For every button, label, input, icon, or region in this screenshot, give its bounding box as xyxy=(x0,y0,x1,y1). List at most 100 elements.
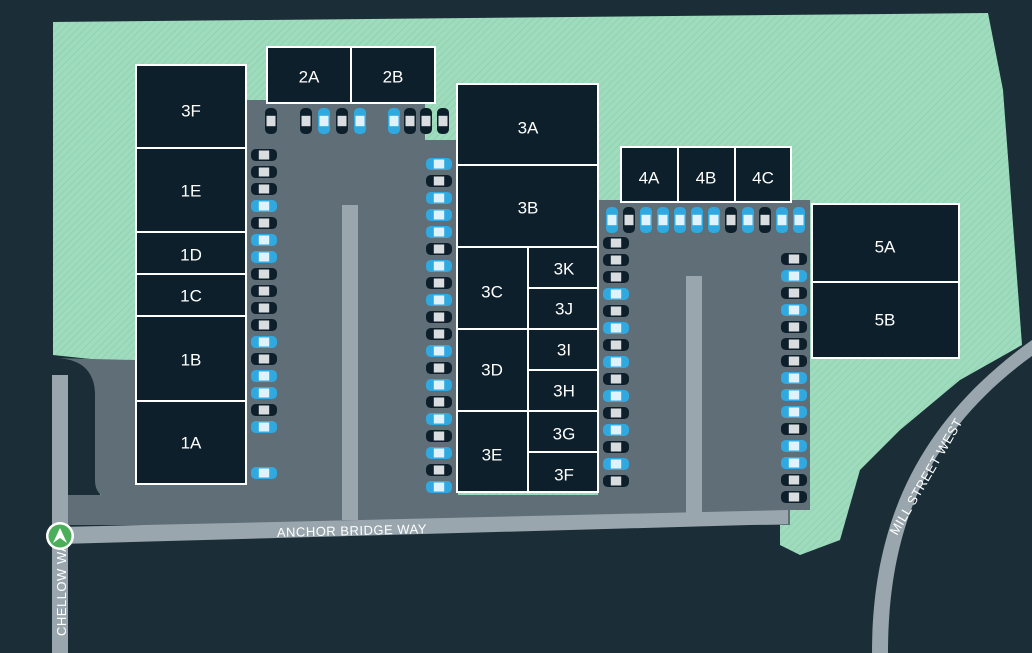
car-icon xyxy=(781,338,807,350)
car-icon xyxy=(437,108,449,134)
unit-label: 1A xyxy=(181,434,202,453)
unit-1A[interactable]: 1A xyxy=(135,400,247,485)
unit-label: 5A xyxy=(875,238,896,257)
car-icon xyxy=(251,421,277,433)
roads xyxy=(52,205,1032,653)
car-icon xyxy=(426,158,452,170)
unit-label: 3H xyxy=(553,382,575,401)
unit-3K[interactable]: 3K xyxy=(527,246,599,289)
unit-3J[interactable]: 3J xyxy=(527,287,599,330)
chellow-way-road xyxy=(52,375,68,653)
unit-label: 3A xyxy=(518,119,539,138)
unit-label: 4B xyxy=(696,169,717,188)
unit-2A[interactable]: 2A xyxy=(266,46,352,104)
car-icon xyxy=(725,207,737,233)
unit-3D[interactable]: 3D xyxy=(456,328,529,412)
car-icon xyxy=(603,271,629,283)
car-icon xyxy=(781,389,807,401)
unit-3F-west[interactable]: 3F xyxy=(135,64,247,149)
unit-label: 1C xyxy=(180,287,202,306)
car-icon xyxy=(251,387,277,399)
car-icon xyxy=(251,217,277,229)
unit-label: 4C xyxy=(752,169,774,188)
car-icon xyxy=(781,287,807,299)
car-icon xyxy=(251,336,277,348)
unit-label: 3K xyxy=(554,260,575,279)
unit-3H[interactable]: 3H xyxy=(527,369,599,412)
car-icon xyxy=(781,321,807,333)
car-icon xyxy=(426,294,452,306)
car-icon xyxy=(793,207,805,233)
car-icon xyxy=(318,108,330,134)
unit-label: 3C xyxy=(481,283,503,302)
unit-2B[interactable]: 2B xyxy=(350,46,436,104)
unit-1B[interactable]: 1B xyxy=(135,315,247,402)
car-icon xyxy=(426,192,452,204)
unit-3I[interactable]: 3I xyxy=(527,328,599,371)
unit-4B[interactable]: 4B xyxy=(677,146,736,203)
unit-4A[interactable]: 4A xyxy=(620,146,679,203)
car-icon xyxy=(251,234,277,246)
car-icon xyxy=(420,108,432,134)
car-icon xyxy=(781,457,807,469)
car-icon xyxy=(251,149,277,161)
car-icon xyxy=(742,207,754,233)
car-icon xyxy=(781,355,807,367)
car-icon xyxy=(781,474,807,486)
car-icon xyxy=(251,268,277,280)
car-icon xyxy=(251,319,277,331)
car-icon xyxy=(426,396,452,408)
car-icon xyxy=(426,311,452,323)
unit-3B[interactable]: 3B xyxy=(456,164,599,248)
car-icon xyxy=(603,254,629,266)
unit-1C[interactable]: 1C xyxy=(135,273,247,317)
car-icon xyxy=(781,270,807,282)
car-icon xyxy=(426,379,452,391)
unit-3E[interactable]: 3E xyxy=(456,410,529,493)
car-icon xyxy=(251,285,277,297)
yard-divider-1 xyxy=(342,205,358,520)
car-icon xyxy=(354,108,366,134)
unit-3F-east[interactable]: 3F xyxy=(527,451,599,493)
car-icon xyxy=(251,183,277,195)
car-icon xyxy=(251,370,277,382)
car-icon xyxy=(674,207,686,233)
unit-label: 4A xyxy=(639,169,660,188)
car-icon xyxy=(300,108,312,134)
car-icon xyxy=(657,207,669,233)
unit-1D[interactable]: 1D xyxy=(135,231,247,275)
car-icon xyxy=(426,260,452,272)
car-icon xyxy=(691,207,703,233)
unit-5B[interactable]: 5B xyxy=(811,281,960,359)
unit-4C[interactable]: 4C xyxy=(734,146,792,203)
unit-1E[interactable]: 1E xyxy=(135,147,247,233)
car-icon xyxy=(251,467,277,479)
car-icon xyxy=(603,424,629,436)
unit-3C[interactable]: 3C xyxy=(456,246,529,330)
anchor-bridge-way-road xyxy=(60,510,788,544)
car-icon xyxy=(426,345,452,357)
car-icon xyxy=(251,404,277,416)
direction-marker-icon xyxy=(46,522,74,550)
unit-label: 1D xyxy=(180,246,202,265)
car-icon xyxy=(776,207,788,233)
car-icon xyxy=(781,440,807,452)
road-label-anchor-bridge-way: ANCHOR BRIDGE WAY xyxy=(277,521,427,540)
car-icon xyxy=(426,447,452,459)
car-icon xyxy=(426,481,452,493)
unit-3G[interactable]: 3G xyxy=(527,410,599,453)
car-icon xyxy=(426,413,452,425)
road-label-mill-street-west: MILL STREET WEST xyxy=(887,415,966,537)
unit-5A[interactable]: 5A xyxy=(811,203,960,283)
car-icon xyxy=(426,209,452,221)
unit-label: 3E xyxy=(482,446,503,465)
car-icon xyxy=(603,475,629,487)
car-icon xyxy=(426,362,452,374)
car-icon xyxy=(404,108,416,134)
unit-3A[interactable]: 3A xyxy=(456,83,599,166)
car-icon xyxy=(603,305,629,317)
car-icon xyxy=(603,373,629,385)
car-icon xyxy=(603,339,629,351)
unit-label: 1E xyxy=(181,182,202,201)
